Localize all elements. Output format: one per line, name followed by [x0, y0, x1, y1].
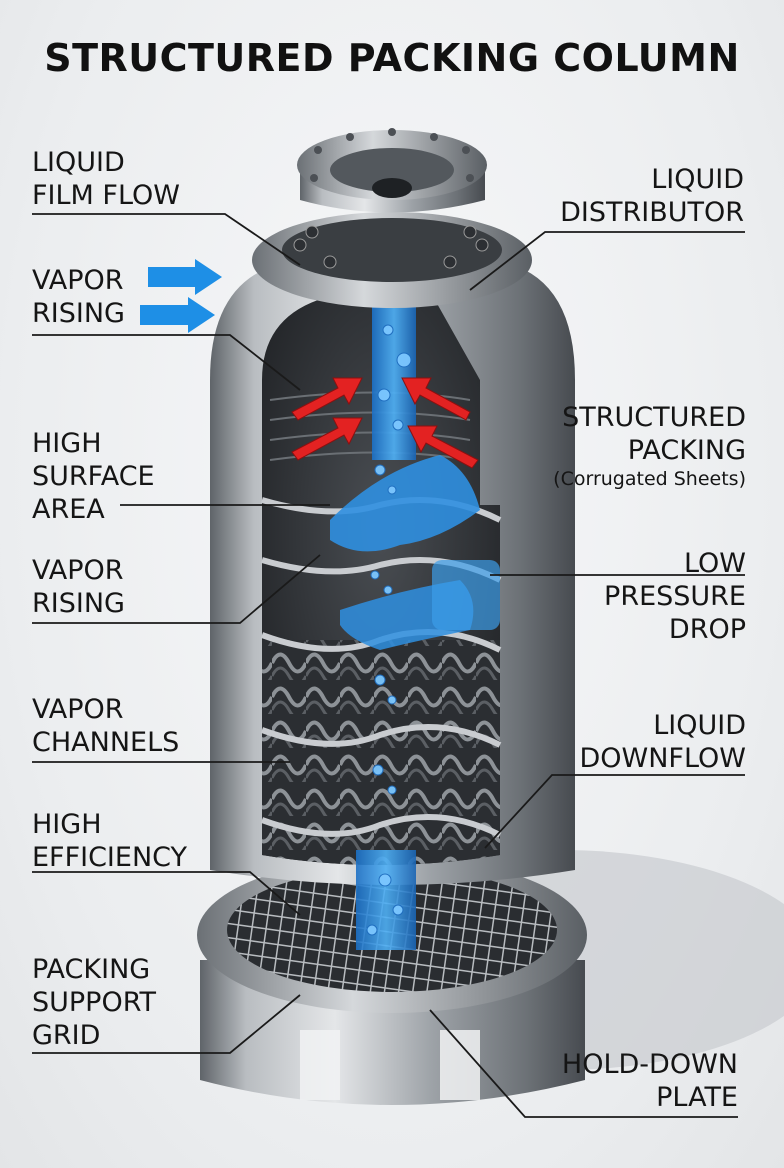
label-high-surface-area: HIGH SURFACE AREA [32, 427, 155, 526]
label-high-efficiency: HIGH EFFICIENCY [32, 808, 187, 874]
vapor-arrows-blue [140, 259, 222, 333]
liquid-distributor [252, 128, 532, 308]
label-liquid-distributor: LIQUID DISTRIBUTOR [560, 163, 744, 229]
label-liquid-film-flow: LIQUID FILM FLOW [32, 146, 180, 212]
label-vapor-channels: VAPOR CHANNELS [32, 693, 179, 759]
label-liquid-downflow: LIQUID DOWNFLOW [580, 709, 747, 775]
label-structured-packing-sub: (Corrugated Sheets) [553, 467, 746, 491]
label-vapor-rising-mid: VAPOR RISING [32, 554, 125, 620]
label-low-pressure-drop: LOW PRESSURE DROP [604, 547, 746, 646]
label-structured-packing-main: STRUCTURED PACKING [562, 402, 746, 466]
label-structured-packing: STRUCTURED PACKING (Corrugated Sheets) [553, 368, 746, 524]
label-hold-down-plate: HOLD-DOWN PLATE [562, 1048, 738, 1114]
label-vapor-rising-top: VAPOR RISING [32, 264, 125, 330]
label-packing-support-grid: PACKING SUPPORT GRID [32, 953, 156, 1052]
page-title: STRUCTURED PACKING COLUMN [0, 36, 784, 80]
